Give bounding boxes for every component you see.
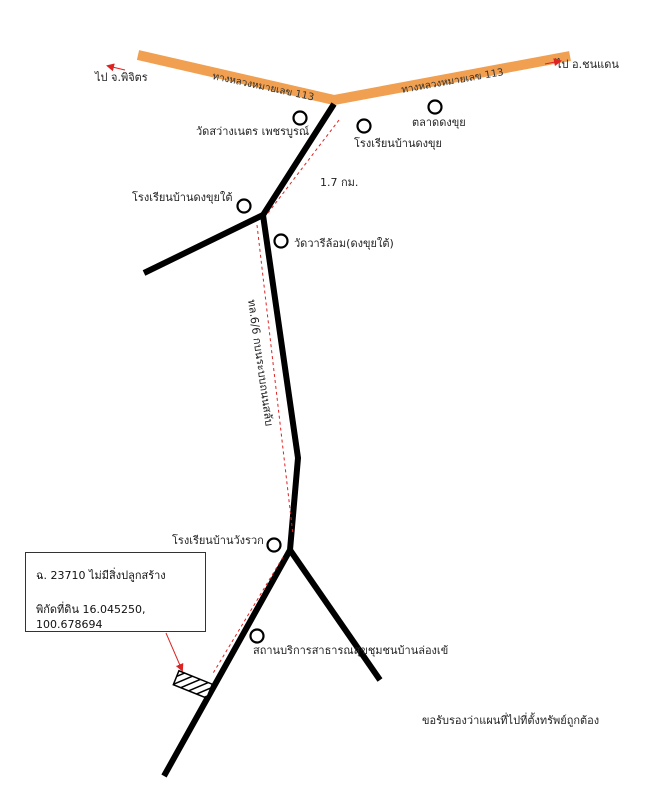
health-center-label: สถานบริการสาธารณสุขชุมชนบ้านล่องเข้ [253, 644, 448, 657]
school-dongkhui-label: โรงเรียนบ้านดงขุย [354, 136, 442, 150]
land-plot [172, 669, 214, 700]
temple-wari-label: วัดวารีล้อม(ดงขุยใต้) [294, 237, 394, 250]
certification-note: ขอรับรองว่าแผนที่ไปที่ตั้งทรัพย์ถูกต้อง [422, 714, 600, 727]
branch-road-west [142, 212, 265, 276]
land-coordinates: พิกัดที่ดิน 16.045250, 100.678694 [36, 600, 205, 631]
health-center-marker [249, 628, 265, 644]
dest-phichit-label: ไป จ.พิจิตร [94, 71, 148, 84]
dest-chondaen-label: ไป อ.ชนแดน [555, 58, 619, 71]
school-dongkhui-marker [356, 118, 372, 134]
market-label: ตลาดดงขุย [412, 116, 466, 129]
distance-1-7km-label: 1.7 กม. [320, 176, 358, 189]
branch-road-southeast [287, 548, 383, 682]
land-deed-title: ฉ. 23710 ไม่มีสิ่งปลูกสร้าง [36, 569, 166, 582]
coord-value: 16.045250, 100.678694 [36, 603, 146, 631]
dest-phichit-arrow [106, 63, 126, 72]
temple-sawang-label: วัดสว่างเนตร เพชรบูรณ์ [196, 125, 309, 138]
school-wangrak-label: โรงเรียนบ้านวังรวก [172, 533, 264, 547]
distance-guide-middle [256, 224, 294, 536]
school-wangrak-marker [266, 537, 282, 553]
land-info-box: ฉ. 23710 ไม่มีสิ่งปลูกสร้าง พิกัดที่ดิน … [25, 552, 206, 632]
distance-guide-south [211, 556, 284, 676]
market-marker [427, 99, 443, 115]
temple-sawang-marker [292, 110, 308, 126]
temple-wari-marker [273, 233, 289, 249]
highway-113-line [136, 50, 571, 106]
local-road-label: ทล.6/6 กบนระบบถนนสลับ [245, 299, 276, 427]
main-road [161, 102, 337, 778]
dest-chondaen-arrow [544, 58, 562, 67]
school-dongkhui-tai-marker [236, 198, 252, 214]
highway-right-label: ทางหลวงหมายเลข 113 [401, 67, 505, 96]
school-dongkhui-tai-label: โรงเรียนบ้านดงขุยใต้ [132, 190, 233, 204]
plot-pointer-arrow [165, 632, 184, 672]
coord-label: พิกัดที่ดิน [36, 603, 79, 616]
distance-guide-north [267, 119, 340, 214]
